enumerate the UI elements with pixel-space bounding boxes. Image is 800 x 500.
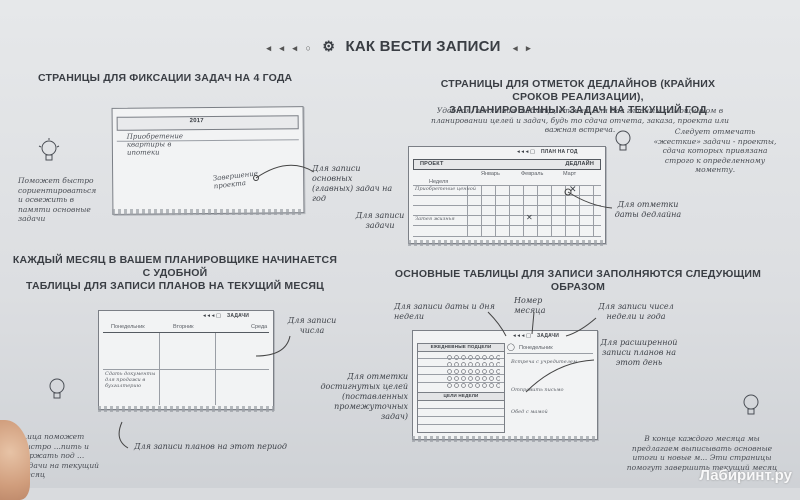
deadlines-title-line1: СТРАНИЦЫ ДЛЯ ОТМЕТОК ДЕДЛАЙНОВ (КРАЙНИХ … <box>440 78 716 103</box>
torn-edge <box>408 240 606 246</box>
week-goals-header: ЦЕЛИ НЕДЕЛИ <box>418 392 504 401</box>
gear-icon: ⚙ <box>322 38 336 54</box>
handwritten-plan-1: Встреча с учредителем <box>511 359 577 365</box>
main-callout-plans: Для расширенной записи планов на этот де… <box>600 338 678 367</box>
four-year-callout: Для записи основных (главных) задач на г… <box>312 164 393 203</box>
page-title-text: КАК ВЕСТИ ЗАПИСИ <box>345 38 501 55</box>
monthly-title-line2: ТАБЛИЦЫ ДЛЯ ЗАПИСИ ПЛАНОВ НА ТЕКУЩИЙ МЕС… <box>26 280 324 292</box>
arrow-icon <box>525 359 595 393</box>
deadlines-callout-deadline: Для отметки даты дедлайна <box>614 200 682 219</box>
deadlines-callout-tasks: Для записи задачи <box>355 211 405 230</box>
main-callout-goals: Для отметки достигнутых целей (поставлен… <box>320 372 408 421</box>
section-title-main-tables: ОСНОВНЫЕ ТАБЛИЦЫ ДЛЯ ЗАПИСИ ЗАПОЛНЯЮТСЯ … <box>394 268 762 293</box>
torn-edge <box>112 209 304 215</box>
calendar-icon: ◂ ◂ ◂ ▢ <box>203 313 222 319</box>
handwritten-plan-2: Отправить письмо <box>511 387 564 393</box>
main-sheet: ◂ ◂ ◂ ▢ ЗАДАЧИ ЕЖЕДНЕВНЫЕ ПОДЦЕЛИ ЦЕЛИ Н… <box>412 330 598 440</box>
monthly-sheet: ◂ ◂ ◂ ▢ ЗАДАЧИ Понедельник Вторник Среда… <box>98 310 274 410</box>
section-title-four-year: СТРАНИЦЫ ДЛЯ ФИКСАЦИИ ЗАДАЧ НА 4 ГОДА <box>38 72 293 84</box>
week-label: Неделя <box>429 179 449 185</box>
arrow-icon <box>255 335 291 357</box>
col-deadline: ДЕДЛАЙН <box>565 161 594 167</box>
year-header: 2017 <box>116 115 299 131</box>
arrow-icon <box>487 311 597 337</box>
main-tag: ЗАДАЧИ <box>537 333 560 339</box>
month-jan: Январь <box>481 171 500 177</box>
page-title: ◂ ◂ ◂ ○ ⚙ КАК ВЕСТИ ЗАПИСИ ◂ ▸ <box>0 38 800 55</box>
day-label: Понедельник <box>519 345 553 351</box>
lightbulb-icon <box>38 138 60 161</box>
monthly-grid: Сдать документы для продажи в бухгалтери… <box>103 333 269 405</box>
calendar-icon: ◂ ◂ ◂ ▢ <box>513 333 532 339</box>
lightbulb-icon <box>49 378 65 399</box>
month-feb: Февраль <box>521 171 544 177</box>
handwritten-task: Сдать документы для продажи в бухгалтери… <box>105 371 156 389</box>
four-year-note: Поможет быстро сориентироваться и освежи… <box>18 176 97 223</box>
monthly-note: ...ица поможет быстро ...пить и держать … <box>20 432 100 479</box>
title-deco-right: ◂ ▸ <box>512 43 534 53</box>
deadline-mark: ✕ <box>526 213 533 222</box>
handwritten-task-1: Приобретение квартиры в ипотеки <box>126 132 184 157</box>
lightbulb-icon <box>743 394 759 415</box>
calendar-icon: ◂ ◂ ◂ ▢ <box>517 149 536 155</box>
section-title-monthly: КАЖДЫЙ МЕСЯЦ В ВАШЕМ ПЛАНИРОВЩИКЕ НАЧИНА… <box>10 254 340 293</box>
arrow-icon <box>564 188 613 209</box>
day-wed: Среда <box>251 324 268 330</box>
lightbulb-icon <box>615 130 631 151</box>
day-panel: ◯ Понедельник Встреча с учредителем Отпр… <box>507 343 593 433</box>
col-project: ПРОЕКТ <box>420 161 444 167</box>
monthly-title-line1: КАЖДЫЙ МЕСЯЦ В ВАШЕМ ПЛАНИРОВЩИКЕ НАЧИНА… <box>12 254 338 279</box>
month-mar: Март <box>563 171 577 177</box>
section-title-deadlines: СТРАНИЦЫ ДЛЯ ОТМЕТОК ДЕДЛАЙНОВ (КРАЙНИХ … <box>418 78 738 117</box>
deadlines-sheet: ◂ ◂ ◂ ▢ ПЛАН НА ГОД ПРОЕКТ ДЕДЛАЙН Январ… <box>408 146 606 244</box>
torn-edge <box>98 406 274 412</box>
deadline-mark: ✕ <box>569 184 577 194</box>
monthly-callout-plans: Для записи планов на этот период <box>134 442 287 451</box>
monthly-header: Понедельник Вторник Среда <box>103 324 269 333</box>
arrow-icon <box>253 164 315 181</box>
date-circle: ◯ <box>507 344 515 351</box>
deadlines-note: Следует отмечать «жесткие» задачи - прое… <box>653 127 777 174</box>
deadlines-subtitle: Удобная, понятная таблица, станет для Ва… <box>430 106 730 134</box>
handwritten-plan-3: Обед с мамой <box>511 409 548 415</box>
goals-panel: ЕЖЕДНЕВНЫЕ ПОДЦЕЛИ ЦЕЛИ НЕДЕЛИ <box>417 343 505 433</box>
deadlines-header-row: ПРОЕКТ ДЕДЛАЙН <box>413 159 601 170</box>
deadline-row-1: Приобретение ценной <box>415 186 477 192</box>
watermark: Лабиринт.ру <box>699 467 792 484</box>
deadlines-grid: Приобретение ценной Затея жизнья ✕ ✕ <box>413 184 601 237</box>
torn-edge <box>412 436 598 442</box>
monthly-callout-number: Для записи числа <box>287 316 337 335</box>
main-callout-month: Номер месяца <box>514 296 546 315</box>
day-tue: Вторник <box>173 324 194 330</box>
daily-goals-header: ЕЖЕДНЕВНЫЕ ПОДЦЕЛИ <box>418 344 504 352</box>
monthly-tag: ЗАДАЧИ <box>227 313 250 319</box>
main-callout-week: Для записи чисел недели и года <box>598 302 674 321</box>
deadlines-title-line2: ЗАПЛАНИРОВАННЫХ ЗАДАЧ НА ТЕКУЩИЙ ГОД <box>449 104 707 116</box>
day-mon: Понедельник <box>111 324 145 330</box>
main-note: В конце каждого месяца мы предлагаем вып… <box>626 434 778 472</box>
deadlines-tag: ПЛАН НА ГОД <box>541 149 578 155</box>
arrow-icon <box>118 421 129 449</box>
year-label: 2017 <box>189 118 204 125</box>
title-deco-left: ◂ ◂ ◂ ○ <box>266 43 314 53</box>
main-callout-date: Для записи даты и дня недели <box>394 302 495 321</box>
deadline-row-2: Затея жизнья <box>415 216 455 222</box>
